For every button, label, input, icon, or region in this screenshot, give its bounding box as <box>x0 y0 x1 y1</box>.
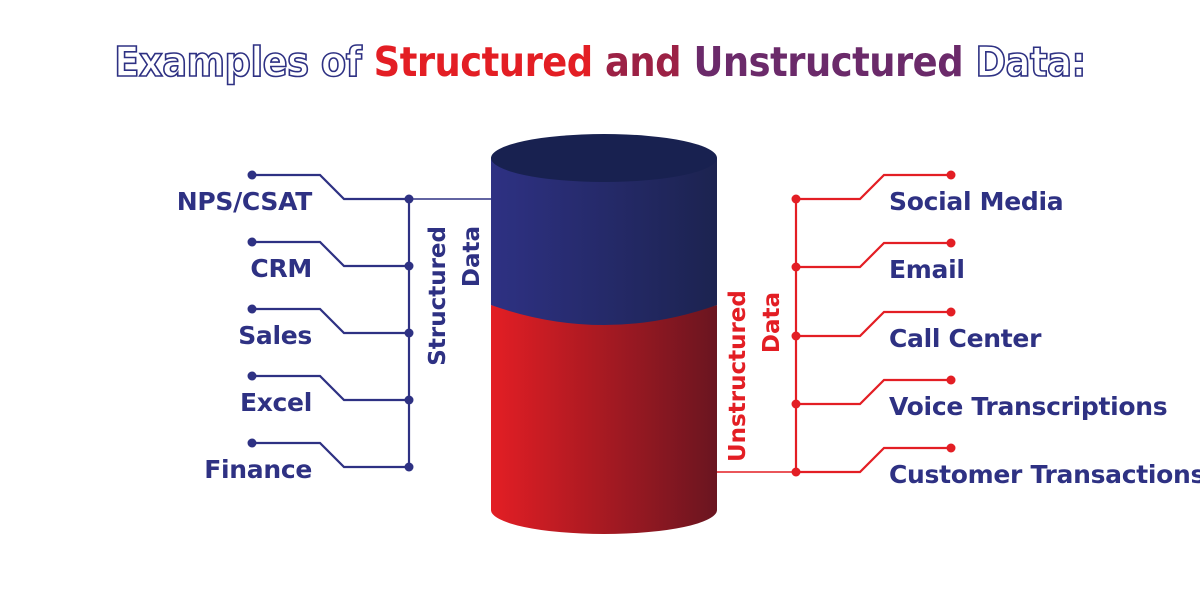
unstructured-item-label: Social Media <box>889 187 1064 216</box>
structured-label-line1: Structured <box>425 226 451 366</box>
connector-end-dot <box>247 304 257 314</box>
connector-end-dot <box>946 307 956 317</box>
structured-connector <box>252 240 409 268</box>
connector-end-dot <box>946 170 956 180</box>
title-prefix: Examples of <box>113 37 374 87</box>
unstructured-connector <box>796 310 951 338</box>
title-suffix: Data: <box>963 37 1087 87</box>
database-cylinder <box>491 134 717 534</box>
title-unstructured: Unstructured <box>693 38 964 86</box>
unstructured-connector <box>796 378 951 406</box>
structured-item-label: Sales <box>238 321 312 350</box>
cylinder-top <box>491 134 717 182</box>
unstructured-item-label: Customer Transactions <box>889 460 1200 489</box>
structured-connector <box>252 173 409 201</box>
unstructured-connector <box>796 173 951 201</box>
title-and: and <box>592 38 694 86</box>
structured-item-label: Finance <box>204 455 312 484</box>
structured-item-label: NPS/CSAT <box>176 187 313 216</box>
title-structured: Structured <box>373 38 594 86</box>
connector-end-dot <box>247 371 257 381</box>
structured-connector <box>252 441 409 469</box>
structured-connector <box>252 307 409 335</box>
connector-end-dot <box>247 237 257 247</box>
cylinder-red-section <box>491 305 717 534</box>
unstructured-item-label: Voice Transcriptions <box>889 392 1168 421</box>
structured-item-label: CRM <box>250 254 312 283</box>
unstructured-data-label: Unstructured Data <box>721 290 789 462</box>
diagram-title: Examples of Structured and Unstructured … <box>0 37 1200 87</box>
unstructured-item-label: Email <box>889 255 965 284</box>
connector-end-dot <box>247 438 257 448</box>
structured-data-label: Structured Data <box>421 226 489 366</box>
connector-end-dot <box>946 238 956 248</box>
structured-label-line2: Data <box>459 226 485 288</box>
structured-connector <box>252 374 409 402</box>
cylinder-blue-section <box>491 158 717 325</box>
unstructured-label-line2: Data <box>759 292 785 354</box>
structured-item-label: Excel <box>239 388 312 417</box>
connector-end-dot <box>247 170 257 180</box>
unstructured-connector <box>796 241 951 269</box>
unstructured-connector <box>796 446 951 474</box>
connector-end-dot <box>946 443 956 453</box>
unstructured-item-label: Call Center <box>889 324 1042 353</box>
connector-end-dot <box>946 375 956 385</box>
unstructured-label-line1: Unstructured <box>725 290 751 462</box>
